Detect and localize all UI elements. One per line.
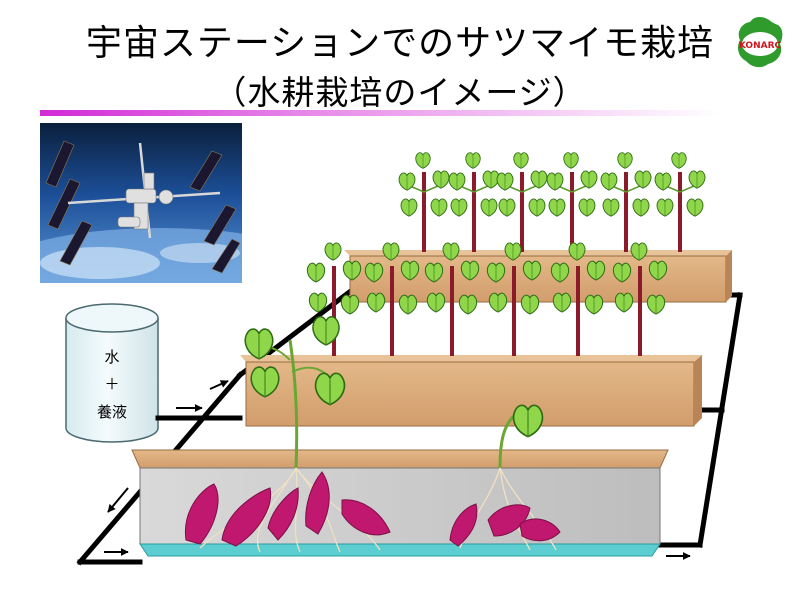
logo-text: KONARC (739, 41, 782, 51)
top-tier-plants (399, 153, 705, 252)
nutrient-tank (65, 303, 159, 443)
tank-label-plus: ＋ (104, 375, 120, 393)
planter-bottom-lid (131, 449, 669, 469)
planter-middle (240, 355, 702, 427)
large-vine-plant (244, 316, 346, 469)
konarc-logo: KONARC (738, 17, 783, 68)
title-line-2: （水耕栽培のイメージ） (213, 73, 587, 112)
tank-label-nutrient: 養液 (96, 403, 127, 421)
flow-arrows (104, 380, 691, 560)
title-underline (40, 110, 720, 116)
title-line-1: 宇宙ステーションでのサツマイモ栽培 (85, 23, 715, 64)
space-station-photo (40, 123, 242, 283)
sweet-potatoes (184, 471, 561, 547)
tank-label-water: 水 (104, 348, 120, 366)
small-vine-plant (498, 404, 544, 469)
root-basin (139, 467, 661, 557)
